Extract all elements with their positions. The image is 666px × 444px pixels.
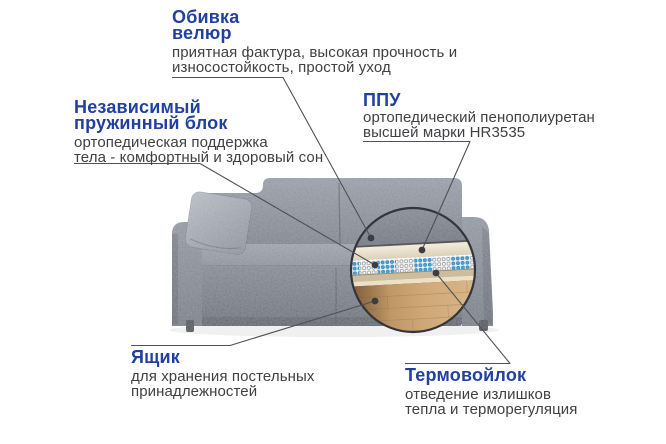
callout-drawer: Ящик для хранения постельных принадлежно… [131,347,351,400]
leader-lines [74,76,511,365]
callout-thermofelt-description: отведение излишков тепла и терморегуляци… [405,386,578,418]
callout-dot-drawer [371,297,379,305]
callout-ppu: ППУ ортопедический пенополиуретан высшей… [363,90,613,141]
callout-dot-spring-block [371,261,379,269]
right-armrest-edge [482,226,492,324]
pillow [184,191,253,255]
callout-ppu-title: ППУ [363,90,401,110]
foam-layer [351,240,475,262]
sofa-leg-left [186,320,194,332]
callout-drawer-description: для хранения постельных принадлежностей [131,368,315,400]
callout-dot-ppu [418,246,426,254]
callout-thermofelt: Термовойлок отведение излишков тепла и т… [405,365,605,418]
leader-line-drawer [131,300,376,347]
callout-upholstery: Обивка велюр приятная фактура, высокая п… [172,7,512,76]
sofa-leg-right [479,320,488,331]
leader-line-thermofelt [405,272,511,365]
leader-line-spring-block [74,162,376,266]
fabric-layer [351,208,475,248]
left-armrest-edge [172,234,178,324]
leader-line-upholstery [172,76,372,239]
magnifier-circle [349,206,477,334]
callout-spring-block-description: ортопедическая поддержка тела - комфортн… [74,134,324,166]
callout-upholstery-title: Обивка велюр [172,7,240,43]
callout-spring-block-title: Независимый пружинный блок [74,97,228,133]
callout-spring-block: Независимый пружинный блок ортопедическа… [74,97,324,166]
callout-dots [367,234,440,305]
callout-dot-thermofelt [432,269,440,277]
back-cushion-seam [338,182,341,248]
callout-drawer-title: Ящик [131,347,180,367]
leader-line-ppu [363,140,471,251]
fabric-foam-seam [351,239,475,249]
callout-thermofelt-title: Термовойлок [405,365,527,385]
thermofelt-top-line [351,267,475,277]
left-armrest [172,222,202,326]
thermofelt-layer [351,267,475,283]
callout-dot-upholstery [367,234,375,242]
seat-bottom-shading [196,317,462,326]
callout-upholstery-description: приятная фактура, высокая прочность и из… [172,44,458,76]
callout-ppu-description: ортопедический пенополиуретан высшей мар… [363,109,595,141]
base-board-edge [351,274,475,288]
